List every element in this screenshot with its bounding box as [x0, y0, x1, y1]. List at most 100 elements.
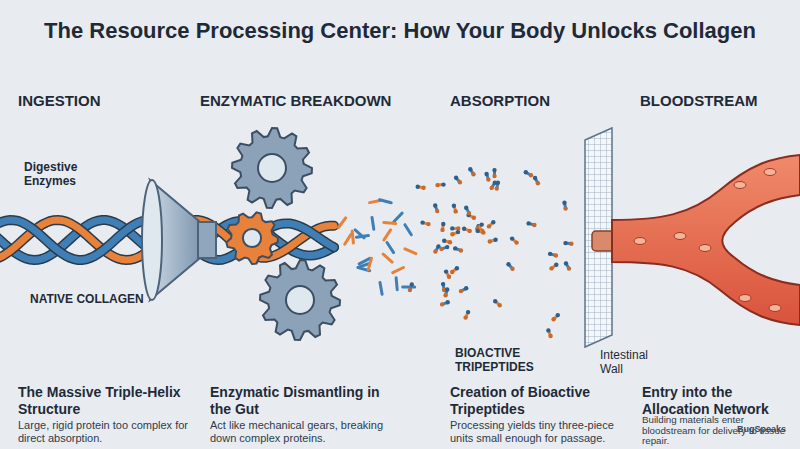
fragment-bead	[416, 185, 420, 189]
fragment	[384, 222, 396, 223]
gear	[226, 212, 278, 264]
funnel	[142, 180, 216, 300]
fragment	[339, 218, 346, 228]
fragment-bead	[420, 220, 424, 224]
blood-cell	[699, 245, 711, 252]
fragment-bead	[529, 173, 533, 177]
fragment-bead	[493, 238, 497, 242]
blood-cell	[769, 305, 781, 312]
fragment-bead	[472, 216, 476, 220]
fragment-bead	[492, 168, 496, 172]
fragment	[384, 230, 391, 240]
fragment-bead	[435, 183, 439, 187]
blood-cell	[739, 295, 751, 302]
fragment-bead	[455, 266, 459, 270]
fragment-bead	[464, 286, 468, 290]
title: The Resource Processing Center: How Your…	[10, 18, 790, 44]
fragment-bead	[567, 266, 571, 270]
stage-heading: BLOODSTREAM	[640, 92, 790, 110]
fragment-bead	[532, 223, 536, 227]
fragment-bead	[524, 170, 528, 174]
fragment-bead	[467, 211, 471, 215]
fragment-bead	[487, 224, 491, 228]
fragment-bead	[510, 236, 514, 240]
fragment-bead	[546, 328, 550, 332]
fragment-bead	[441, 222, 445, 226]
fragment-bead	[498, 303, 502, 307]
fragment	[393, 268, 404, 273]
gear	[232, 128, 312, 208]
fragment-bead	[450, 270, 454, 274]
fragment	[352, 231, 353, 243]
fragment-bead	[476, 229, 480, 233]
fragment	[405, 249, 416, 254]
fragment-bead	[440, 302, 444, 306]
fragment-bead	[556, 313, 560, 317]
block-body: Act like mechanical gears, breaking down…	[210, 419, 410, 445]
fragment-bead	[514, 240, 518, 244]
fragment-bead	[468, 229, 472, 233]
fragment-bead	[452, 204, 456, 208]
stage-heading: ABSORPTION	[450, 92, 600, 110]
watermark: BugSpeaks	[737, 424, 797, 435]
fragment-bead	[493, 299, 497, 303]
fragment-bead	[421, 186, 425, 190]
fragment-bead	[435, 209, 439, 213]
fragment-bead	[453, 246, 457, 250]
fragment-bead	[548, 334, 552, 338]
part-label: Digestive Enzymes	[24, 160, 124, 188]
blood-cell	[634, 238, 646, 245]
fragment-bead	[440, 228, 444, 232]
part-label: BIOACTIVE TRIPEPTIDES	[455, 346, 575, 374]
fragment-bead	[447, 275, 451, 279]
fragment-bead	[536, 181, 540, 185]
fragment-bead	[445, 287, 449, 291]
gear-hub	[286, 286, 314, 314]
fragment-bead	[554, 253, 558, 257]
fragment-bead	[564, 261, 568, 265]
block-heading: The Massive Triple-Helix Structure	[18, 384, 188, 417]
fragment-bead	[569, 242, 573, 246]
fragment-bead	[445, 245, 449, 249]
fragment-bead	[410, 282, 414, 286]
block-heading: Enzymatic Dismantling in the Gut	[210, 384, 400, 417]
fragment-bead	[458, 180, 462, 184]
fragment-bead	[549, 266, 553, 270]
fragment-bead	[439, 247, 443, 251]
fragment-bead	[506, 262, 510, 266]
block-heading: Entry into the Allocation Network	[642, 384, 792, 417]
fragment-bead	[466, 310, 470, 314]
fragment-bead	[491, 220, 495, 224]
gear-hub	[243, 229, 261, 247]
fragment	[372, 217, 374, 229]
fragment-bead	[495, 186, 499, 190]
blood-cell	[764, 169, 776, 176]
fragment-bead	[450, 232, 454, 236]
fragment-bead	[562, 201, 566, 205]
fragment-bead	[488, 239, 492, 243]
fragment-bead	[463, 315, 467, 319]
fragment-bead	[441, 282, 445, 286]
stage-heading: ENZYMATIC BREAKDOWN	[200, 92, 420, 110]
fragment-bead	[426, 222, 430, 226]
fragment	[387, 243, 394, 253]
fragment-bead	[551, 317, 555, 321]
fragment	[368, 258, 371, 270]
block-body: Large, rigid protein too complex for dir…	[18, 419, 196, 445]
fragment-bead	[462, 227, 466, 231]
gear	[260, 260, 340, 340]
part-label: Intestinal Wall	[600, 348, 658, 376]
fragment	[380, 200, 392, 203]
fragment-bead	[459, 248, 463, 252]
fragment-bead	[471, 172, 475, 176]
stage-heading: INGESTION	[18, 92, 168, 110]
fragment-bead	[533, 176, 537, 180]
fragment-bead	[484, 172, 488, 176]
fragment-bead	[510, 267, 514, 271]
fragment	[394, 213, 402, 222]
fragment-bead	[433, 203, 437, 207]
fragment-bead	[468, 167, 472, 171]
enzyme-gears	[226, 128, 340, 340]
fragment-bead	[490, 186, 494, 190]
